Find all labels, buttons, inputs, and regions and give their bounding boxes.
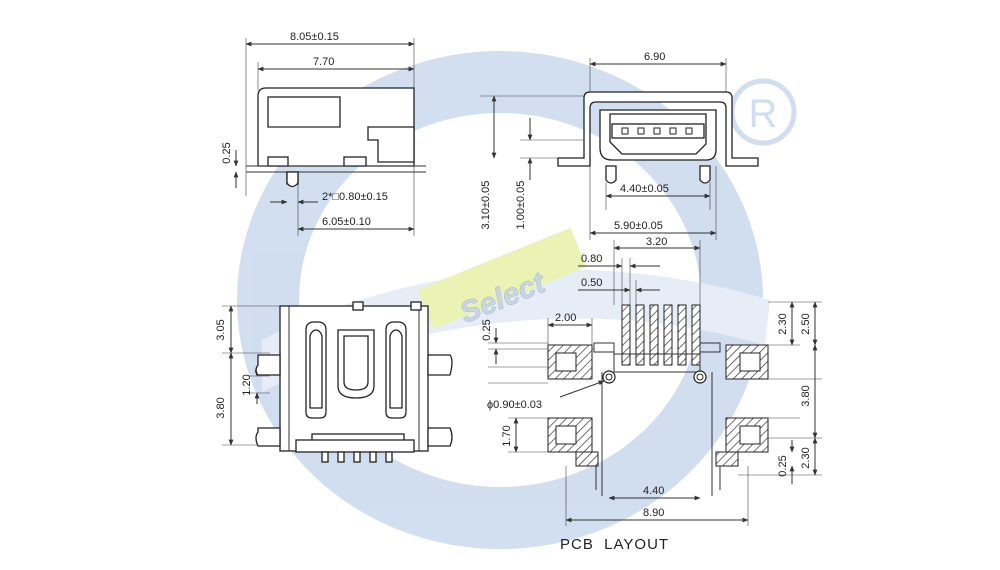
dim-pad-width: 0.80 <box>581 253 602 265</box>
dim-right-low-a: 0.25 <box>777 455 789 476</box>
dim-outer-width: 5.90±0.05 <box>614 220 663 232</box>
dim-peg: 2*□0.80±0.15 <box>322 191 388 203</box>
dim-inner-width: 4.40±0.05 <box>620 183 669 195</box>
dim-total-width: 8.90 <box>643 507 664 519</box>
dim-hole: ϕ0.90±0.03 <box>487 399 542 411</box>
dim-right-mid: 3.80 <box>800 385 812 406</box>
pcb-layout-caption: PCB LAYOUT <box>560 536 669 553</box>
dim-overall-length: 8.05±0.15 <box>290 31 339 43</box>
dim-pad-gap: 2.00 <box>555 312 576 324</box>
dim-offset: 0.25 <box>481 319 493 340</box>
pcb-layout: 3.20 0.80 0.50 2.00 0.25 <box>481 236 822 553</box>
dim-right-top-a: 2.30 <box>777 313 789 334</box>
dim-peg-spacing: 6.05±0.10 <box>322 216 371 228</box>
mounting-hole-left <box>602 370 616 384</box>
side-view: 8.05±0.15 7.70 0.25 2*□0.80±0.15 6.05±0.… <box>221 31 426 236</box>
dim-hole-span: 4.40 <box>643 485 664 497</box>
dim-pitch-span: 3.20 <box>646 236 667 248</box>
dim-lower: 3.80 <box>215 397 227 418</box>
front-view: 6.90 3.10±0.05 1.00±0.05 4.40±0.05 5.90±… <box>480 51 759 240</box>
mounting-hole-right <box>693 370 707 384</box>
dim-middle: 1.20 <box>241 374 253 395</box>
dim-right-top-b: 2.50 <box>800 313 812 334</box>
watermark-swoosh <box>262 269 770 392</box>
dim-body-length: 7.70 <box>313 56 334 68</box>
dim-height-low: 1.00±0.05 <box>515 181 527 230</box>
dim-pad-height: 1.70 <box>501 425 513 446</box>
registered-mark: R <box>749 92 778 136</box>
watermark: Select R <box>237 51 797 549</box>
top-view: 3.05 1.20 3.80 <box>215 301 453 463</box>
dim-upper: 3.05 <box>215 319 227 340</box>
watermark-green-band <box>417 227 587 329</box>
dim-right-low-b: 2.30 <box>800 447 812 468</box>
dim-height-total: 3.10±0.05 <box>480 181 492 230</box>
dim-width: 6.90 <box>644 51 665 63</box>
dim-height-small: 0.25 <box>221 142 233 163</box>
dim-pitch: 0.50 <box>581 277 602 289</box>
